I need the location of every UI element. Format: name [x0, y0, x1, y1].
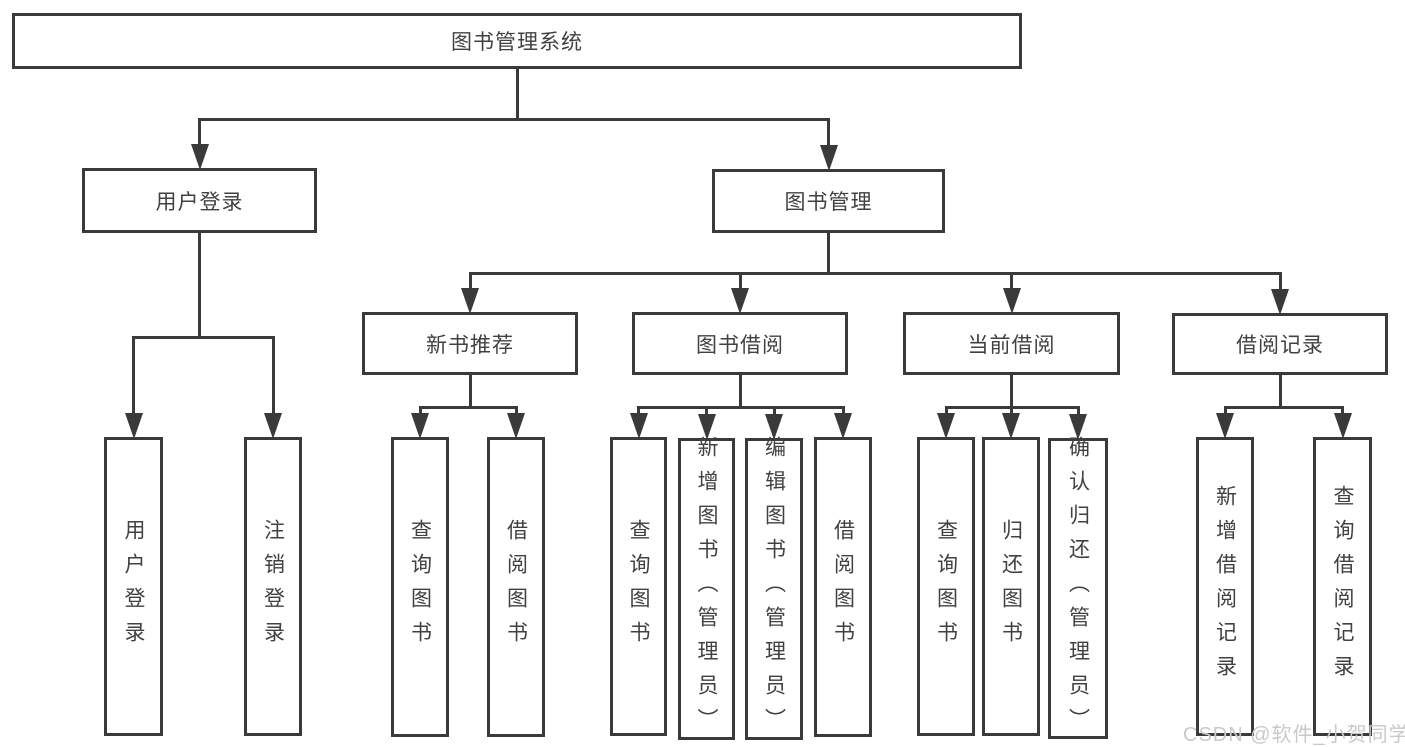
- arrow-down-icon-bb-edit: [765, 414, 783, 440]
- connector-stub-user-login: [198, 118, 201, 144]
- node-label-login: 用户登录: [122, 518, 145, 655]
- connector-trunk-system: [515, 69, 519, 121]
- node-cb-return: 归还图书: [982, 437, 1040, 736]
- node-label-bb-query: 查询图书: [627, 518, 650, 655]
- connector-trunk-user-login: [198, 233, 201, 339]
- node-borrow-records: 借阅记录: [1172, 313, 1388, 375]
- node-bb-edit: 编辑图书（管理员）: [745, 436, 803, 742]
- arrow-down-icon-user-login: [190, 144, 209, 170]
- connector-trunk-book-borrow: [738, 375, 742, 409]
- node-current-borrow: 当前借阅: [903, 312, 1120, 375]
- node-label-current-borrow: 当前借阅: [967, 333, 1056, 357]
- node-book-mgmt: 图书管理: [712, 169, 945, 233]
- arrow-down-icon-current-borrow: [1002, 288, 1021, 314]
- arrow-down-icon-cb-query: [937, 413, 955, 439]
- node-cb-query: 查询图书: [917, 437, 975, 736]
- node-label-br-add: 新增借阅记录: [1213, 484, 1237, 689]
- node-login: 用户登录: [104, 437, 163, 736]
- connector-branch-system: [198, 118, 830, 121]
- connector-stub-br-add: [1223, 406, 1227, 413]
- node-br-add: 新增借阅记录: [1196, 437, 1254, 736]
- connector-stub-cb-query: [944, 406, 948, 413]
- connector-trunk-new-books: [468, 375, 472, 409]
- node-label-br-query: 查询借阅记录: [1331, 484, 1354, 689]
- connector-stub-bb-add: [705, 406, 708, 414]
- connector-trunk-book-mgmt: [827, 233, 830, 275]
- node-bb-query: 查询图书: [610, 437, 667, 736]
- arrow-down-icon-book-borrow: [731, 288, 749, 314]
- arrow-down-icon-cb-return: [1002, 413, 1020, 439]
- connector-trunk-borrow-records: [1278, 375, 1282, 409]
- node-bb-borrow: 借阅图书: [814, 437, 872, 737]
- connector-stub-book-mgmt: [827, 118, 830, 145]
- connector-stub-login: [132, 336, 135, 413]
- node-bb-add: 新增图书（管理员）: [678, 436, 735, 742]
- arrow-down-icon-book-mgmt: [819, 145, 838, 171]
- connector-stub-nb-query: [418, 406, 422, 413]
- node-label-book-borrow: 图书借阅: [696, 333, 784, 357]
- arrow-down-icon-cb-confirm: [1069, 414, 1087, 440]
- node-label-new-books: 新书推荐: [426, 333, 514, 357]
- node-label-logout: 注销登录: [261, 518, 285, 655]
- connector-branch-borrow-records: [1223, 406, 1344, 409]
- arrow-down-icon-br-query: [1333, 413, 1352, 439]
- node-user-login: 用户登录: [82, 168, 317, 233]
- node-label-cb-query: 查询图书: [934, 518, 958, 655]
- connector-stub-bb-query: [637, 406, 640, 413]
- node-label-cb-confirm: 确认归还（管理员）: [1066, 435, 1090, 742]
- arrow-down-icon-bb-borrow: [834, 413, 852, 439]
- node-br-query: 查询借阅记录: [1313, 437, 1372, 736]
- arrow-down-icon-nb-query: [411, 413, 429, 439]
- connector-trunk-current-borrow: [1010, 375, 1013, 409]
- node-book-borrow: 图书借阅: [632, 312, 848, 375]
- connector-stub-borrow-records: [1278, 272, 1282, 289]
- connector-stub-br-query: [1341, 406, 1344, 413]
- arrow-down-icon-login: [124, 413, 143, 439]
- node-system: 图书管理系统: [12, 13, 1022, 69]
- node-label-nb-query: 查询图书: [408, 519, 432, 655]
- node-label-user-login: 用户登录: [155, 190, 244, 214]
- node-label-bb-add: 新增图书（管理员）: [695, 436, 718, 742]
- connector-stub-cb-return: [1009, 406, 1013, 413]
- connector-stub-cb-confirm: [1076, 406, 1080, 414]
- node-label-borrow-records: 借阅记录: [1236, 334, 1324, 357]
- arrow-down-icon-new-books: [461, 288, 479, 314]
- node-new-books: 新书推荐: [362, 312, 578, 375]
- node-label-nb-borrow: 借阅图书: [504, 519, 528, 655]
- arrow-down-icon-logout: [264, 413, 282, 439]
- connector-stub-nb-borrow: [514, 406, 518, 413]
- arrow-down-icon-nb-borrow: [507, 413, 525, 439]
- node-label-book-mgmt: 图书管理: [784, 191, 873, 214]
- connector-stub-logout: [271, 336, 275, 413]
- arrow-down-icon-bb-query: [629, 413, 648, 439]
- node-nb-query: 查询图书: [391, 437, 449, 737]
- connector-stub-new-books: [468, 272, 472, 288]
- node-label-bb-edit: 编辑图书（管理员）: [762, 436, 786, 742]
- connector-branch-book-borrow: [637, 406, 845, 409]
- node-cb-confirm: 确认归还（管理员）: [1048, 435, 1108, 742]
- connector-branch-new-books: [418, 406, 518, 409]
- connector-stub-current-borrow: [1010, 272, 1013, 288]
- connector-branch-user-login: [132, 336, 275, 339]
- node-logout: 注销登录: [244, 437, 302, 736]
- arrow-down-icon-borrow-records: [1271, 289, 1289, 315]
- arrow-down-icon-bb-add: [697, 414, 716, 440]
- node-label-bb-borrow: 借阅图书: [831, 519, 855, 655]
- connector-branch-book-mgmt: [468, 272, 1282, 275]
- connector-stub-book-borrow: [738, 272, 742, 288]
- connector-stub-bb-borrow: [841, 406, 845, 413]
- node-nb-borrow: 借阅图书: [487, 437, 545, 737]
- csdn-watermark: CSDN @软件_小贺同学: [1183, 724, 1405, 746]
- arrow-down-icon-br-add: [1216, 413, 1234, 439]
- node-label-system: 图书管理系统: [451, 31, 583, 54]
- connector-stub-bb-edit: [772, 406, 776, 414]
- node-label-cb-return: 归还图书: [999, 518, 1023, 655]
